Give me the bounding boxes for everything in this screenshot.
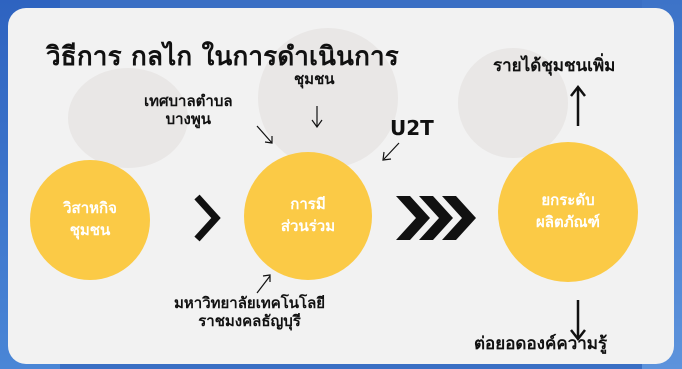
node-center-line2: ส่วนร่วม [280, 217, 336, 235]
label-u2t: U2T [390, 116, 434, 140]
label-university: มหาวิทยาลัยเทคโนโลยี ราชมงคลธัญบุรี [174, 294, 325, 330]
node-product-upgrade: ยกระดับ ผลิตภัณฑ์ [498, 142, 638, 282]
arrow-diag-icon [256, 125, 273, 144]
node-participation: การมี ส่วนร่วม [244, 152, 372, 280]
arrow-diag-icon [256, 274, 271, 294]
label-municipal-line2: บางพูน [165, 110, 211, 128]
arrow-down-icon [311, 106, 323, 129]
background-figure [258, 28, 398, 168]
chevron-right-icon [194, 194, 221, 242]
label-university-line2: ราชมงคลธัญบุรี [198, 312, 301, 330]
label-income: รายได้ชุมชนเพิ่ม [493, 56, 616, 76]
node-right-line2: ผลิตภัณฑ์ [536, 213, 600, 231]
node-right-line1: ยกระดับ [541, 191, 595, 210]
diagram-title: วิธีการ กลไก ในการดำเนินการ [46, 42, 399, 72]
label-community: ชุมชน [294, 70, 335, 88]
arrow-diag-icon [382, 142, 400, 161]
label-municipal: เทศบาลตำบล บางพูน [144, 92, 233, 128]
label-knowledge: ต่อยอดองค์ความรู้ [474, 334, 608, 354]
label-municipal-line1: เทศบาลตำบล [144, 92, 233, 110]
node-center-line1: การมี [290, 195, 326, 214]
arrow-down-icon [570, 300, 586, 342]
diagram-card: วิธีการ กลไก ในการดำเนินการ รายได้ชุมชนเ… [8, 8, 674, 364]
triple-chevron-icon [396, 196, 476, 240]
background-figure [458, 48, 568, 158]
background-figure [68, 68, 188, 168]
arrow-up-icon [570, 84, 586, 126]
node-left-line2: ชุมชน [69, 221, 111, 239]
label-university-line1: มหาวิทยาลัยเทคโนโลยี [174, 294, 326, 312]
node-left-line1: วิสาหกิจ [63, 199, 117, 218]
node-community-enterprise: วิสาหกิจ ชุมชน [30, 160, 150, 280]
